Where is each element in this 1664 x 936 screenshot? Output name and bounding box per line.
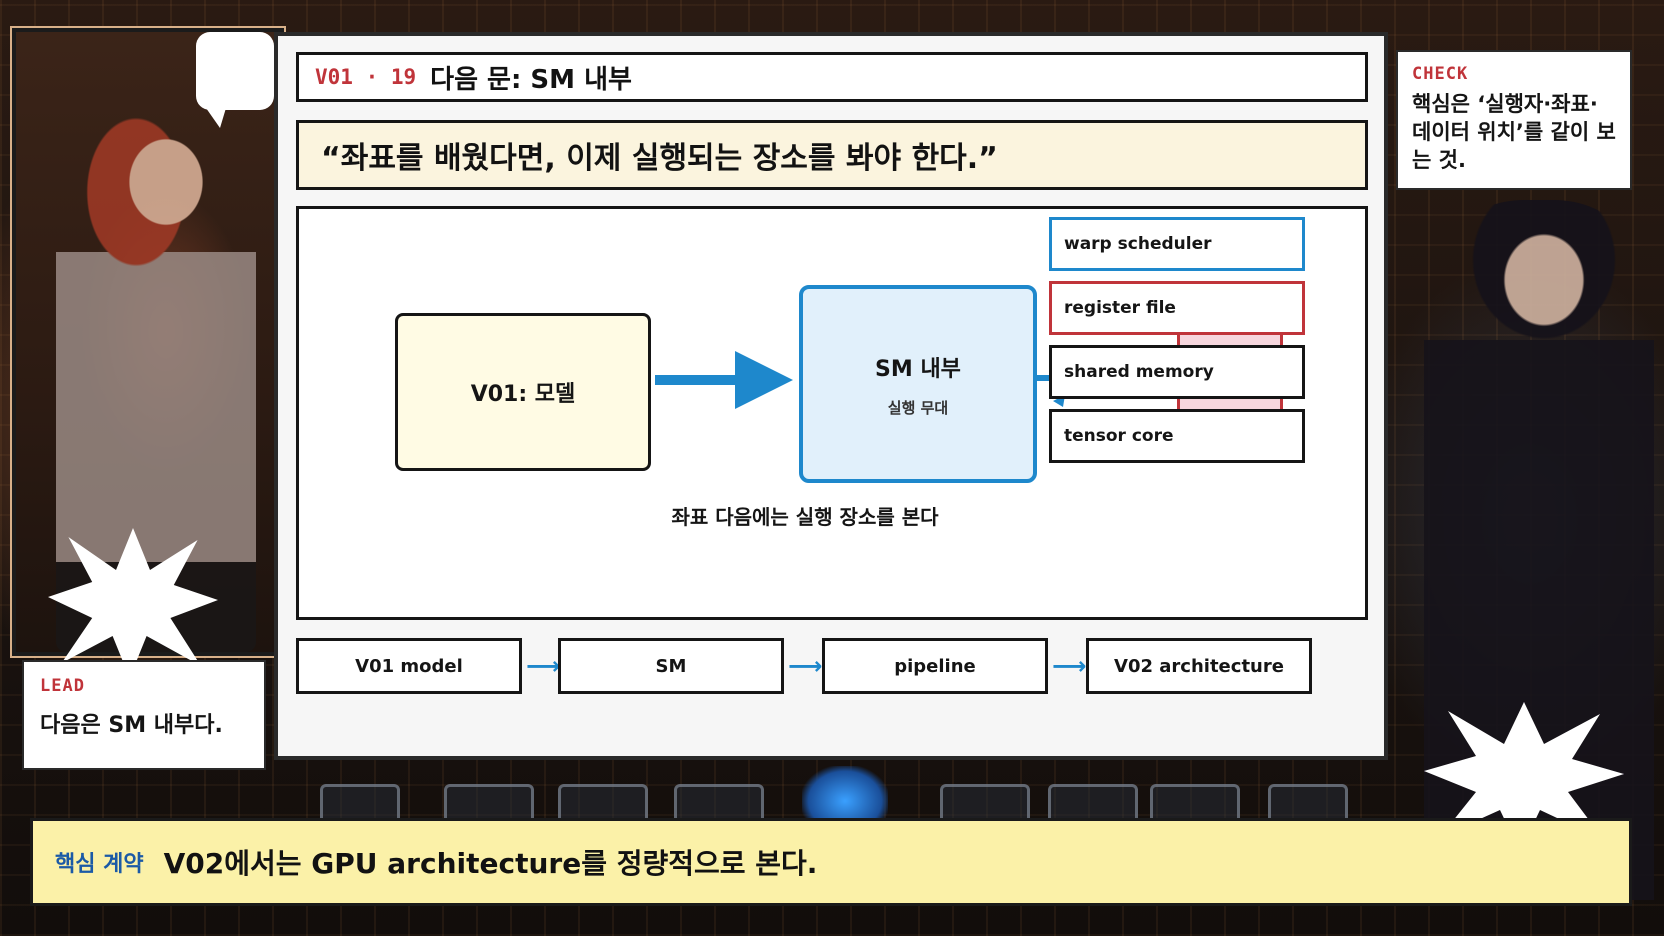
model-box-label: V01: 모델 [470, 382, 576, 407]
key-contract-banner: 핵심 계약 V02에서는 GPU architecture를 정량적으로 본다. [30, 818, 1632, 906]
component-tensor-core: tensor core [1049, 409, 1305, 463]
component-label: shared memory [1064, 362, 1214, 382]
flow-step-v01-model: V01 model [296, 638, 522, 694]
speech-bubble [196, 32, 274, 128]
component-label: tensor core [1064, 426, 1174, 446]
slide-code: V01 · 19 [315, 65, 417, 89]
quote-text: “좌표를 배웠다면, 이제 실행되는 장소를 봐야 한다.” [321, 141, 998, 176]
lead-tag: LEAD [40, 676, 85, 696]
banner-text: V02에서는 GPU architecture를 정량적으로 본다. [163, 847, 818, 880]
sm-box: SM 내부 실행 무대 [799, 285, 1037, 483]
arrow-right-icon: ⟶ [1052, 652, 1087, 680]
arrow-right-icon: ⟶ [526, 652, 561, 680]
flow-step-v02-architecture: V02 architecture [1086, 638, 1312, 694]
sm-box-subtitle: 실행 무대 [887, 398, 949, 417]
banner-label: 핵심 계약 [55, 852, 144, 877]
left-character-panel [10, 26, 286, 658]
check-tag: CHECK [1412, 64, 1469, 84]
model-box: V01: 모델 [395, 313, 651, 471]
component-label: register file [1064, 298, 1176, 318]
slide-card: V01 · 19 다음 문: SM 내부 “좌표를 배웠다면, 이제 실행되는 … [274, 32, 1388, 760]
component-register-file: register file [1049, 281, 1305, 335]
flow-row: V01 model ⟶ SM ⟶ pipeline ⟶ V02 architec… [296, 638, 1368, 694]
arrow-right-icon [655, 351, 793, 409]
slide-title-bar: V01 · 19 다음 문: SM 내부 [296, 52, 1368, 102]
slide-title: 다음 문: SM 내부 [430, 64, 632, 95]
lead-callout: LEAD 다음은 SM 내부다. [22, 660, 266, 770]
diagram-panel: V01: 모델 SM 내부 실행 무대 warp scheduler regis… [296, 206, 1368, 620]
component-warp-scheduler: warp scheduler [1049, 217, 1305, 271]
check-callout: CHECK 핵심은 ‘실행자·좌표·데이터 위치’를 같이 보는 것. [1396, 50, 1632, 190]
component-label: warp scheduler [1064, 234, 1212, 254]
component-shared-memory: shared memory [1049, 345, 1305, 399]
sm-box-title: SM 내부 [875, 356, 961, 382]
flow-step-pipeline: pipeline [822, 638, 1048, 694]
flow-step-sm: SM [558, 638, 784, 694]
check-text: 핵심은 ‘실행자·좌표·데이터 위치’를 같이 보는 것. [1412, 92, 1616, 172]
diagram-caption: 좌표 다음에는 실행 장소를 본다 [671, 505, 939, 529]
quote-bar: “좌표를 배웠다면, 이제 실행되는 장소를 봐야 한다.” [296, 120, 1368, 190]
lead-text: 다음은 SM 내부다. [40, 713, 223, 738]
arrow-right-icon: ⟶ [788, 652, 823, 680]
